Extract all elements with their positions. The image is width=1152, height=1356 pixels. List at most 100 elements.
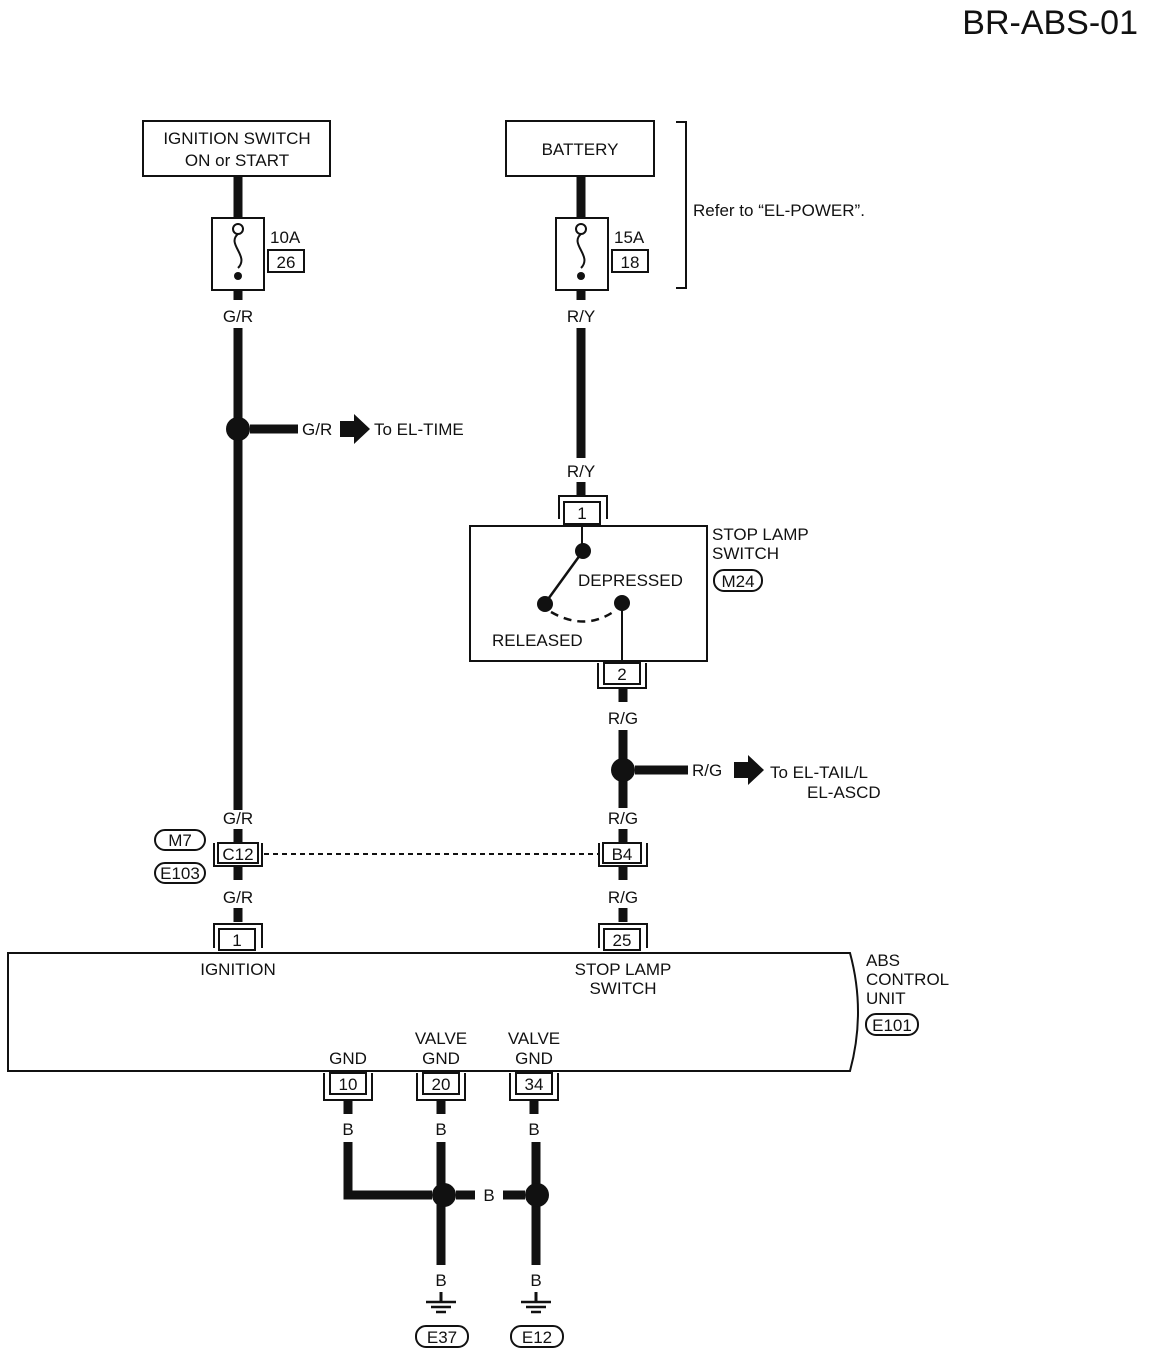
to-el-tail-2: EL-ASCD bbox=[807, 783, 881, 802]
ground-e12: E12 bbox=[522, 1328, 552, 1347]
wire-b-gnd-to-splice bbox=[343, 1142, 432, 1200]
abs-pin20: 20 bbox=[432, 1075, 451, 1094]
connector-m24-badge bbox=[713, 569, 763, 592]
power-bracket bbox=[676, 121, 687, 289]
abs-pin34: 34 bbox=[525, 1075, 544, 1094]
switch-depressed-label: DEPRESSED bbox=[578, 571, 683, 590]
switch-released-label: RELEASED bbox=[492, 631, 583, 650]
switch-travel-path bbox=[550, 608, 617, 623]
page-title: BR-ABS-01 bbox=[962, 4, 1138, 42]
ignition-switch-box bbox=[142, 120, 331, 177]
fuse-bat-bottom-terminal bbox=[577, 272, 585, 280]
abs-valve1-label: VALVE bbox=[415, 1029, 467, 1048]
fuse-bat-element bbox=[576, 233, 586, 269]
connector-c12-box bbox=[217, 842, 259, 864]
splice-rg bbox=[611, 758, 635, 782]
ground-icon bbox=[521, 1292, 551, 1314]
fuse-ign-top-terminal bbox=[232, 223, 244, 235]
wire-label-rg-3: R/G bbox=[608, 888, 638, 907]
wire-label-b-5: B bbox=[530, 1271, 541, 1290]
fuse-ign-rating: 10A bbox=[270, 228, 301, 247]
wire-label-b-4: B bbox=[435, 1271, 446, 1290]
ground-e37-badge bbox=[415, 1325, 469, 1348]
battery-label: BATTERY bbox=[542, 140, 619, 159]
splice-b-2 bbox=[525, 1183, 549, 1207]
wire-label-rg-1: R/G bbox=[608, 709, 638, 728]
connector-m7: M7 bbox=[168, 831, 192, 850]
fuse-bat-top-terminal bbox=[575, 223, 587, 235]
splice-gr bbox=[226, 417, 250, 441]
connector-c12: C12 bbox=[222, 845, 253, 864]
wire-label-gr-3: G/R bbox=[223, 888, 253, 907]
connector-e103: E103 bbox=[160, 864, 200, 883]
abs-pin25-shell bbox=[598, 923, 648, 948]
power-note: Refer to “EL-POWER”. bbox=[693, 201, 865, 220]
connector-m24: M24 bbox=[721, 572, 754, 591]
abs-pin10: 10 bbox=[339, 1075, 358, 1094]
connector-b4: B4 bbox=[612, 845, 633, 864]
wire-label-rg-2: R/G bbox=[608, 809, 638, 828]
abs-control-unit-box bbox=[7, 952, 859, 1072]
abs-ignition-label: IGNITION bbox=[200, 960, 276, 979]
switch-pin1-box bbox=[563, 501, 601, 525]
connector-m7-badge bbox=[154, 829, 206, 851]
abs-pin1-box bbox=[218, 928, 256, 951]
wire-label-b-2: B bbox=[435, 1120, 446, 1139]
splice-b-1 bbox=[432, 1183, 456, 1207]
connector-e101-badge bbox=[865, 1013, 919, 1036]
abs-valve2-gnd-label: GND bbox=[515, 1049, 553, 1068]
fuse-bat-number: 18 bbox=[621, 253, 640, 272]
abs-stop-lamp-label-1: STOP LAMP bbox=[575, 960, 672, 979]
wire-label-ry-2: R/Y bbox=[567, 462, 595, 481]
fuse-ign-element bbox=[233, 233, 243, 269]
ground-icon bbox=[426, 1292, 456, 1314]
fuse-bat-rating: 15A bbox=[614, 228, 645, 247]
connector-e101: E101 bbox=[872, 1016, 912, 1035]
abs-valve1-gnd-label: GND bbox=[422, 1049, 460, 1068]
wire-label-b-1: B bbox=[342, 1120, 353, 1139]
abs-stop-lamp-label-2: SWITCH bbox=[589, 979, 656, 998]
arrow-right-icon bbox=[734, 755, 764, 785]
fuse-ign-number-box bbox=[267, 249, 305, 273]
ignition-switch-label-2: ON or START bbox=[185, 151, 289, 170]
abs-pin20-box bbox=[422, 1072, 460, 1095]
wire-label-ry-1: R/Y bbox=[567, 307, 595, 326]
fuse-bat-number-box bbox=[611, 249, 649, 273]
abs-unit-label-3: UNIT bbox=[866, 989, 906, 1008]
abs-valve2-label: VALVE bbox=[508, 1029, 560, 1048]
switch-pin2: 2 bbox=[617, 665, 626, 684]
connector-e103-badge bbox=[154, 862, 206, 884]
switch-pin1: 1 bbox=[577, 504, 586, 523]
abs-unit-label-1: ABS bbox=[866, 951, 900, 970]
fuse-ign-bottom-terminal bbox=[234, 272, 242, 280]
ground-e12-badge bbox=[510, 1325, 564, 1348]
wire-label-b-link: B bbox=[483, 1186, 494, 1205]
wire-label-gr-branch: G/R bbox=[302, 420, 332, 439]
stop-lamp-switch-label-1: STOP LAMP bbox=[712, 525, 809, 544]
wire-label-gr-2: G/R bbox=[223, 809, 253, 828]
abs-pin25-box bbox=[603, 928, 641, 951]
switch-blade bbox=[544, 550, 585, 603]
wire-label-rg-branch: R/G bbox=[692, 761, 722, 780]
switch-pin2-box bbox=[603, 662, 641, 685]
switch-released-terminal bbox=[537, 596, 553, 612]
fuse-ign-number: 26 bbox=[277, 253, 296, 272]
battery-box bbox=[505, 120, 655, 177]
connector-b4-box bbox=[602, 842, 642, 864]
abs-pin10-box bbox=[329, 1072, 367, 1095]
abs-unit-label-2: CONTROL bbox=[866, 970, 949, 989]
wire-label-gr-1: G/R bbox=[223, 307, 253, 326]
abs-pin1: 1 bbox=[232, 931, 241, 950]
abs-pin34-box bbox=[515, 1072, 553, 1095]
arrow-right-icon bbox=[340, 414, 370, 444]
ignition-switch-label-1: IGNITION SWITCH bbox=[163, 129, 310, 148]
to-el-tail-1: To EL-TAIL/L bbox=[770, 763, 868, 782]
abs-pin1-shell bbox=[213, 923, 263, 948]
ground-e37: E37 bbox=[427, 1328, 457, 1347]
wire-label-b-3: B bbox=[528, 1120, 539, 1139]
switch-pin1-shell bbox=[558, 495, 608, 519]
to-el-time: To EL-TIME bbox=[374, 420, 464, 439]
abs-pin25: 25 bbox=[613, 931, 632, 950]
abs-gnd-label: GND bbox=[329, 1049, 367, 1068]
